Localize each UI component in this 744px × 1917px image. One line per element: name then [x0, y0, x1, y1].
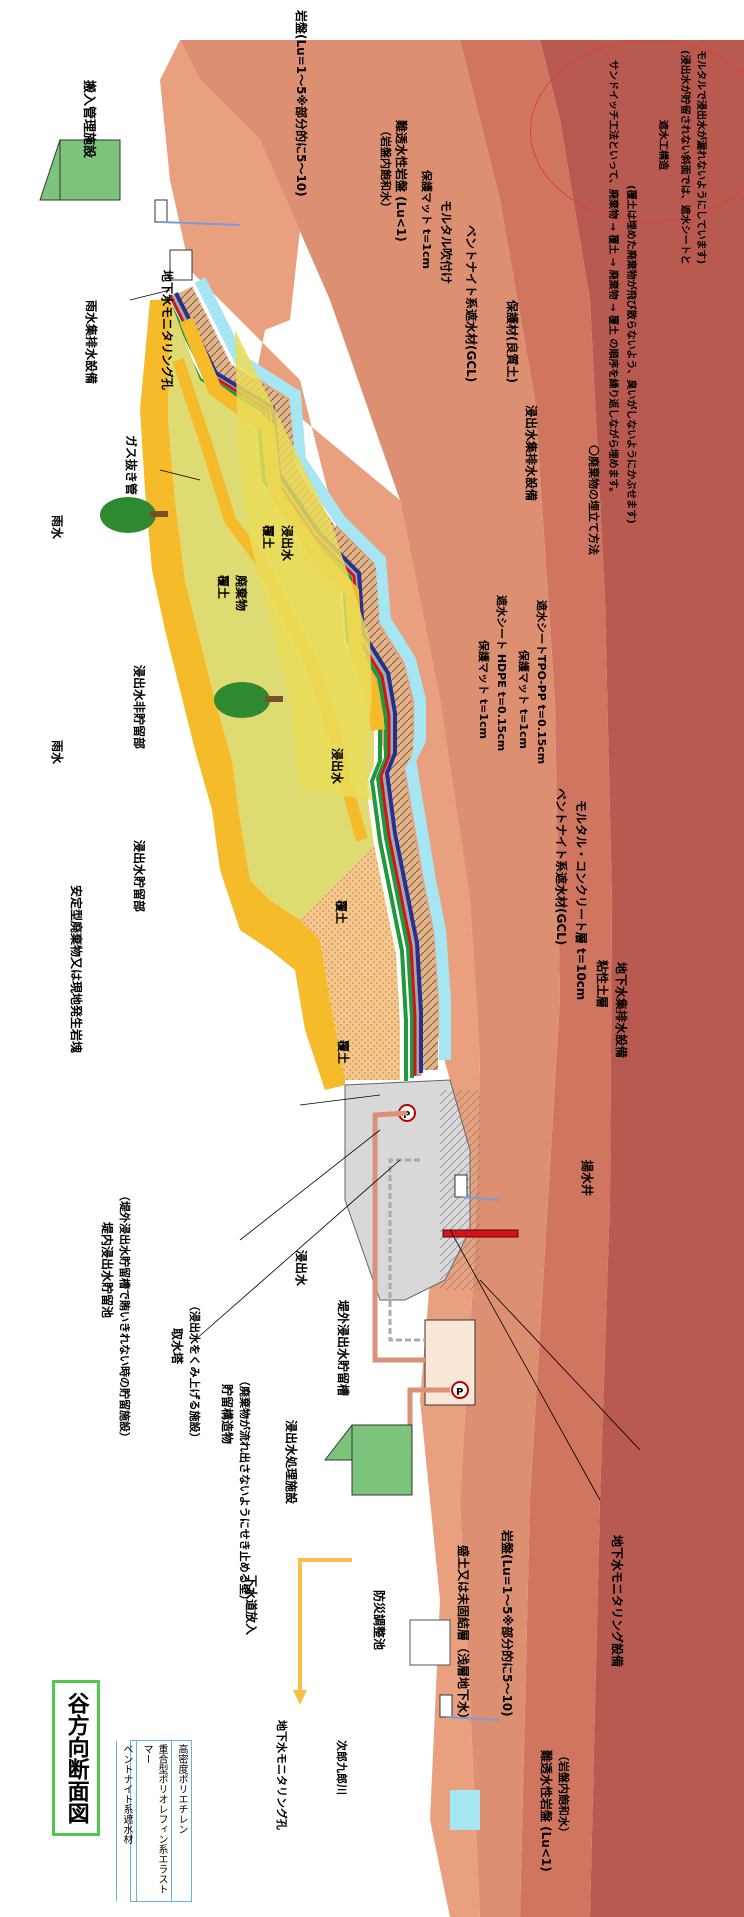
sewer-arrow	[298, 1558, 352, 1690]
method-line-2: (覆土は埋めた廃棄物が飛び散らないよう、臭いがしないようにかぶせます)	[625, 185, 636, 524]
label-cover-3: 覆土	[334, 900, 348, 925]
leachate-storage-zone	[300, 845, 400, 1080]
label-impervious-up-sub: （岩盤内飽和水）	[379, 125, 392, 213]
label-gw-well-bottom: 地下水モニタリング孔	[275, 1720, 288, 1830]
label-impervious-low: 難透水性岩盤 (Lu<1)	[539, 1750, 553, 1872]
label-pump-well: 揚水井	[580, 1160, 594, 1197]
impervious-bedrock	[540, 40, 744, 1917]
leachate-band	[235, 330, 372, 800]
label-pond-sub: （堤外浸出水貯留槽で賄いきれない時の貯留施設）	[118, 1190, 131, 1443]
label-retaining-sub: （廃棄物が流れ出さないようにせき止める壁）	[238, 1375, 251, 1606]
rainwater-drain-box	[169, 249, 193, 281]
label-gcl-upper: ベントナイト系遮水材(GCL)	[464, 225, 478, 383]
label-underdrain: 地下水集排水設備	[614, 962, 628, 1059]
label-waste-1: 廃棄物	[234, 575, 248, 612]
leachate-pipe	[372, 1110, 425, 1363]
label-leachate: 浸出水	[294, 1250, 308, 1287]
pump-well-pipe	[454, 1174, 468, 1198]
label-cover-1: 覆土	[216, 575, 230, 600]
label-bentonite-mat: ベントナイト系遮水材(GCL)	[554, 788, 568, 946]
drain-dashed	[388, 1158, 425, 1342]
treatment-building	[323, 1424, 413, 1496]
label-protect-mat-b: 保護マット t=1cm	[477, 640, 490, 739]
label-incoming-facility: 搬入管理施設	[81, 80, 96, 159]
label-rainwater-drain: 雨水集排水設備	[84, 300, 98, 385]
label-treatment: 浸出水処理施設	[284, 1420, 298, 1505]
water-title: 遮水工構造	[657, 120, 668, 170]
legend: 高密度ポリエチレン 重合型ポリオレフィン系エラストマー ベントナイト系遮水材	[116, 1740, 192, 1902]
tree-upper	[100, 497, 168, 533]
svg-text:P: P	[456, 1387, 463, 1398]
label-gw-well-top: 地下水モニタリング孔	[160, 270, 174, 391]
label-rain-2: 雨水	[50, 740, 64, 765]
label-leachate-nonstorage: 浸出水非貯留部	[132, 665, 146, 750]
label-clay: 粘性土層	[595, 960, 609, 1009]
label-disaster-pond: 防災調整池	[372, 1590, 386, 1651]
label-gw-monitor-equip: 地下水モニタリング設備	[610, 1535, 624, 1668]
label-sewer: 下水道放入	[244, 1575, 258, 1636]
label-leach-in-1: 浸出水	[280, 525, 294, 562]
label-impervious-low-sub: （岩盤内飽和水）	[557, 1750, 570, 1838]
label-retaining: 貯留構造物	[220, 1384, 234, 1445]
water-line-2: モルタルで浸出水が漏れないようにしています)	[695, 50, 706, 265]
legend-item-gcl: ベントナイト系遮水材	[116, 1741, 136, 1901]
rock-layer	[180, 40, 560, 1917]
label-external-tank: 堤外浸出水貯留槽	[336, 1300, 350, 1397]
label-cover-4: 覆土	[336, 1040, 350, 1065]
label-gas-vent: ガス抜き管	[124, 435, 138, 496]
legend-item-tpo: 重合型ポリオレフィン系エラストマー	[136, 1741, 171, 1901]
label-protect-mat-c: 保護マット t=1cm	[420, 170, 433, 269]
bedrock-layer	[460, 40, 612, 1917]
title-box: 谷方向断面図	[52, 1680, 100, 1836]
tree-lower	[214, 682, 283, 718]
incoming-facility-building	[39, 138, 121, 201]
gw-well-bottom-pipe	[439, 1694, 453, 1718]
legend-item-hdpe: 高密度ポリエチレン	[171, 1741, 191, 1901]
disaster-pond-building	[409, 1619, 451, 1666]
river-shape	[450, 1790, 480, 1830]
label-stable-waste: 安定型廃棄物又は現地発生岩塊	[69, 885, 83, 1054]
label-rock-up: 岩盤(Lu=1～5※部分的に5～10)	[294, 10, 308, 197]
label-pond: 堤内浸出水貯留池	[100, 1222, 114, 1319]
label-impervious-up: 難透水性岩盤 (Lu<1)	[394, 120, 408, 242]
label-cover-2: 覆土	[261, 525, 275, 550]
method-line-1: サンドイッチ工法といって、廃棄物 → 覆土 → 廃棄物 → 覆土 の順序を繰り返…	[607, 60, 618, 498]
label-concrete: モルタル・コンクリート層 t=10cm	[574, 800, 588, 1001]
label-leachate-drain: 浸出水集排水設備	[524, 405, 538, 502]
label-mortar-spray: モルタル吹付け	[439, 200, 453, 285]
label-hdpe-sheet: 遮水シート HDPE t=0.15cm	[495, 595, 508, 752]
label-rock-low: 岩盤(Lu=1～5※部分的に5～10)	[500, 1530, 514, 1717]
cover-soil-top	[140, 300, 345, 1090]
water-line-1: (浸出水が貯留されない斜面では、遮水シートと	[679, 50, 690, 265]
label-intake: 取水塔	[170, 1328, 184, 1365]
label-fill-soil: 盛土又は未固結層（浅層地下水）	[456, 1545, 470, 1726]
cutoff-marker	[442, 1229, 519, 1238]
upper-soil	[160, 40, 480, 1917]
method-title: 〇廃棄物の埋立て方法	[587, 445, 600, 555]
leader-lines	[129, 289, 641, 1501]
gw-well-top-pipe	[154, 199, 168, 223]
label-tpo-sheet: 遮水シートTPO-PP t=0.15cm	[535, 600, 548, 765]
label-rain-1: 雨水	[50, 515, 64, 540]
label-intake-sub: （浸出水をくみ上げる施設）	[188, 1300, 201, 1444]
label-protect-mat-a: 保護マット t=1cm	[517, 650, 530, 749]
mortar-spray-band	[194, 277, 451, 1060]
label-leach-in-2: 浸出水	[330, 748, 344, 785]
label-leachate-storage: 浸出水貯留部	[132, 840, 146, 913]
page-title: 谷方向断面図	[63, 1692, 89, 1824]
label-river: 次郎九郎川	[335, 1740, 348, 1795]
label-good-soil: 保護材(良質土)	[505, 300, 519, 383]
